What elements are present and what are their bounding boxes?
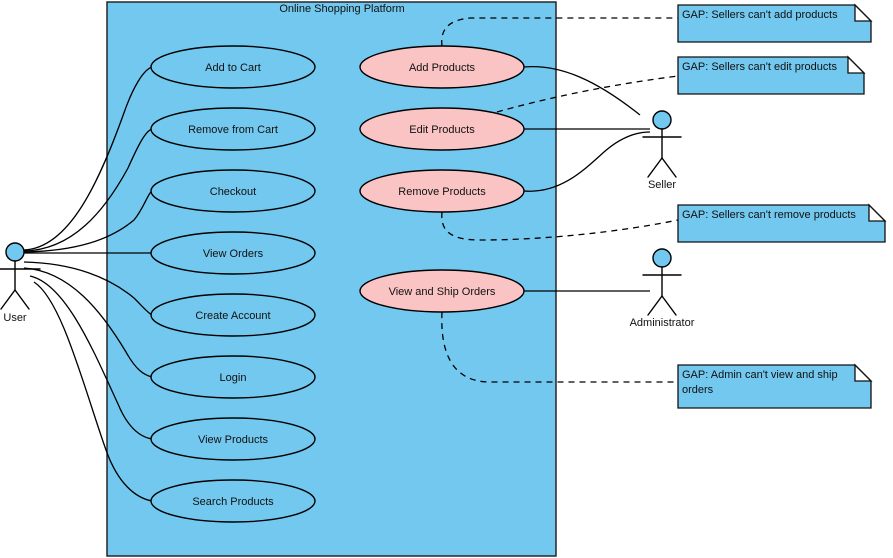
gap-link-remove-products[interactable]: [441, 211, 679, 241]
use-case-ellipse: [150, 417, 316, 461]
use-case-add-products[interactable]: Add Products: [359, 45, 525, 89]
use-case-ellipse: [359, 45, 525, 89]
note-body: [677, 56, 865, 95]
actor-right-leg-icon: [661, 295, 677, 316]
use-case-view-products[interactable]: View Products: [150, 417, 316, 461]
use-case-label: Edit Products: [409, 124, 475, 136]
use-case-view-and-ship-orders[interactable]: View and Ship Orders: [359, 269, 525, 313]
use-case-remove-from-cart[interactable]: Remove from Cart: [150, 107, 316, 151]
gap-link-admin-orders[interactable]: [441, 311, 678, 383]
note-body: [677, 364, 872, 409]
association-seller-add-products[interactable]: [523, 65, 641, 116]
actor-head-icon: [5, 242, 25, 262]
use-case-checkout[interactable]: Checkout: [150, 169, 316, 213]
actor-administrator[interactable]: Administrator: [630, 248, 695, 329]
gap-link-add-products[interactable]: [441, 17, 678, 47]
actor-left-leg-icon: [647, 295, 663, 316]
use-case-label: Remove from Cart: [188, 124, 278, 136]
note-text-line: GAP: Sellers can't remove products: [682, 209, 856, 221]
use-case-ellipse: [359, 269, 525, 313]
association-lines-user: [23, 66, 153, 502]
association-user-login[interactable]: [23, 267, 153, 378]
note-body: [677, 204, 886, 243]
note-fold-corner-icon: [854, 363, 873, 382]
actor-seller[interactable]: Seller: [642, 110, 682, 191]
use-case-label: Login: [220, 372, 247, 384]
association-user-search-products[interactable]: [33, 281, 153, 502]
use-case-label: Add to Cart: [205, 62, 261, 74]
use-case-remove-products[interactable]: Remove Products: [359, 169, 525, 213]
use-case-ellipse: [150, 45, 316, 89]
note-text-line: orders: [682, 384, 714, 396]
use-case-login[interactable]: Login: [150, 355, 316, 399]
association-user-remove-from-cart[interactable]: [23, 128, 153, 252]
note-fold-corner-icon: [847, 55, 866, 74]
note-gap-remove-products[interactable]: GAP: Sellers can't remove products: [677, 203, 887, 243]
use-case-ellipse: [150, 231, 316, 275]
actor-user[interactable]: User: [0, 242, 41, 324]
association-user-checkout[interactable]: [23, 190, 153, 253]
use-case-edit-products[interactable]: Edit Products: [359, 107, 525, 151]
actor-right-leg-icon: [14, 289, 30, 310]
actor-left-leg-icon: [0, 289, 16, 310]
actor-head-icon: [652, 110, 672, 130]
use-case-label: Remove Products: [398, 186, 486, 198]
actor-left-leg-icon: [647, 157, 663, 178]
association-user-view-products[interactable]: [29, 275, 153, 440]
use-case-label: View Orders: [203, 248, 264, 260]
system-boundary-title: Online Shopping Platform: [279, 3, 404, 15]
association-lines-right: [523, 65, 651, 292]
actor-head-icon: [652, 248, 672, 268]
actor-label-seller: Seller: [648, 179, 676, 191]
actor-label-user: User: [3, 312, 27, 324]
use-case-label: Add Products: [409, 62, 476, 74]
use-case-create-account[interactable]: Create Account: [150, 293, 316, 337]
use-case-search-products[interactable]: Search Products: [150, 479, 316, 523]
use-case-label: Search Products: [192, 496, 274, 508]
actor-label-administrator: Administrator: [630, 317, 695, 329]
gap-note-links: [441, 17, 679, 383]
note-text-line: GAP: Admin can't view and ship: [682, 369, 838, 381]
note-text-line: GAP: Sellers can't add products: [682, 9, 838, 21]
association-user-create-account[interactable]: [23, 261, 153, 316]
use-case-label: Checkout: [210, 186, 256, 198]
use-case-label: View Products: [198, 434, 269, 446]
note-text-line: GAP: Sellers can't edit products: [682, 61, 837, 73]
note-body: [677, 4, 872, 43]
gap-link-edit-products[interactable]: [496, 75, 679, 113]
note-gap-edit-products[interactable]: GAP: Sellers can't edit products: [677, 55, 866, 95]
use-case-ellipse: [150, 479, 316, 523]
use-case-ellipse: [359, 107, 525, 151]
use-case-view-orders[interactable]: View Orders: [150, 231, 316, 275]
use-case-ellipse: [150, 293, 316, 337]
use-case-ellipse: [150, 107, 316, 151]
note-fold-corner-icon: [868, 203, 887, 222]
use-case-ellipse: [359, 169, 525, 213]
note-gap-add-products[interactable]: GAP: Sellers can't add products: [677, 3, 873, 43]
use-case-add-to-cart[interactable]: Add to Cart: [150, 45, 316, 89]
note-fold-corner-icon: [854, 3, 873, 22]
actor-right-leg-icon: [661, 157, 677, 178]
use-case-ellipse: [150, 169, 316, 213]
use-case-label: View and Ship Orders: [389, 286, 496, 298]
use-case-label: Create Account: [195, 310, 270, 322]
association-seller-remove-products[interactable]: [523, 131, 651, 192]
note-gap-admin-orders[interactable]: GAP: Admin can't view and ship orders: [677, 363, 873, 409]
use-case-ellipse: [150, 355, 316, 399]
association-user-add-to-cart[interactable]: [23, 66, 153, 251]
